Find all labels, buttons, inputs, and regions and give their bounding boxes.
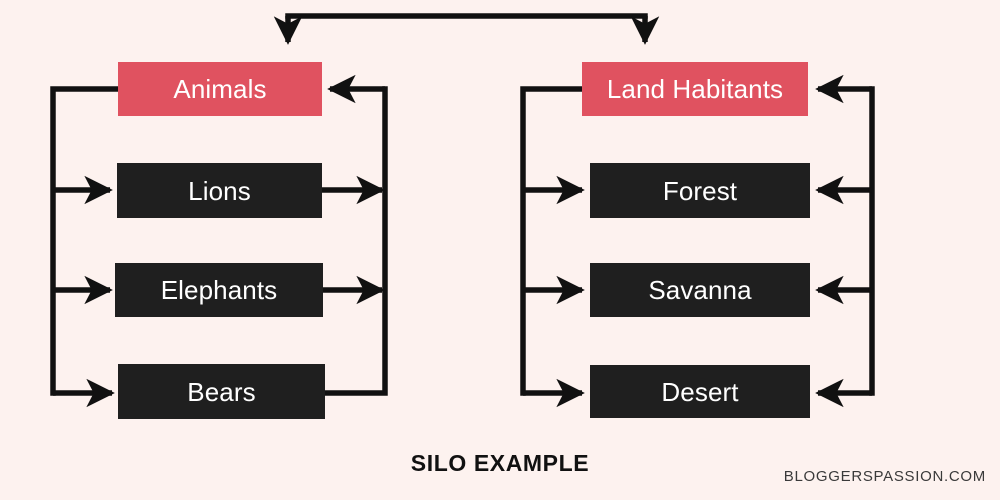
- node-animals[interactable]: Animals: [118, 62, 322, 116]
- connector-land-downlinks: [520, 86, 585, 408]
- connector-land-uplinks: [815, 74, 875, 408]
- node-savanna[interactable]: Savanna: [590, 263, 810, 317]
- animals-right-spine: [322, 86, 388, 396]
- node-land-habitants[interactable]: Land Habitants: [582, 62, 808, 116]
- node-bears-label: Bears: [187, 376, 256, 407]
- node-forest[interactable]: Forest: [590, 163, 810, 218]
- node-lions-label: Lions: [188, 175, 251, 206]
- connector-top-bridge: [273, 13, 660, 45]
- node-elephants[interactable]: Elephants: [115, 263, 323, 317]
- node-savanna-label: Savanna: [648, 275, 752, 305]
- node-elephants-label: Elephants: [160, 275, 278, 305]
- node-desert[interactable]: Desert: [590, 365, 810, 418]
- node-lions[interactable]: Lions: [117, 163, 322, 218]
- node-land-habitants-label: Land Habitants: [606, 74, 784, 104]
- node-forest-label: Forest: [662, 175, 738, 206]
- node-desert-label: Desert: [661, 376, 739, 407]
- node-bears[interactable]: Bears: [118, 364, 325, 419]
- land-left-spine: [520, 86, 585, 396]
- watermark-brand: BLOGGERSPASSION.COM: [783, 468, 986, 485]
- diagram-title: SILO EXAMPLE: [410, 450, 590, 476]
- animals-left-spine: [50, 86, 121, 396]
- connector-animals-downlinks: [50, 86, 121, 408]
- node-animals-label: Animals: [173, 74, 267, 104]
- connector-animals-uplinks: [322, 74, 388, 396]
